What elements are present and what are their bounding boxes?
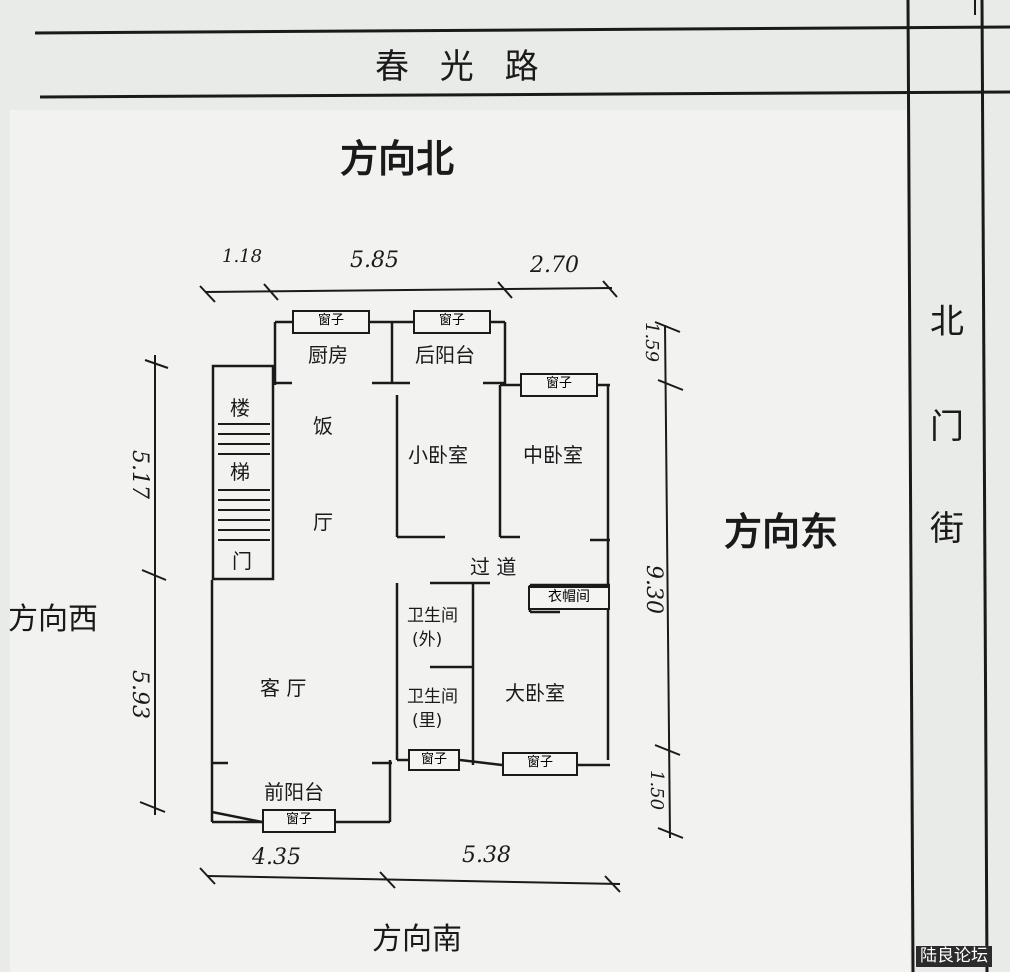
direction-south: 方向南 (372, 922, 462, 957)
dim-right-3: 1.50 (646, 770, 667, 811)
window-kitchen: 窗子 (292, 310, 370, 334)
room-dining-2: 厅 (313, 510, 333, 534)
dim-bottom-1: 4.35 (252, 845, 301, 870)
room-back-balcony: 后阳台 (415, 343, 475, 367)
dim-left-1: 5.17 (127, 450, 152, 499)
street-char-2: 门 (930, 407, 964, 447)
road-name: 春 光 路 (375, 47, 549, 87)
dim-right-2: 9.30 (641, 565, 666, 614)
road-line-bottom (39, 90, 1010, 99)
walls (210, 320, 610, 824)
window-master-bedroom: 窗子 (502, 752, 578, 776)
stairs-box (211, 364, 275, 581)
dimension-lines (139, 280, 684, 893)
window-bathroom: 窗子 (408, 749, 460, 771)
room-kitchen: 厨房 (308, 343, 348, 367)
room-bathroom-inner-2: (里) (412, 711, 443, 731)
cloakroom-label-box: 衣帽间 (528, 586, 610, 610)
paper-sheet (10, 110, 910, 972)
room-master-bedroom: 大卧室 (505, 681, 565, 705)
room-middle-bedroom: 中卧室 (523, 443, 583, 467)
dim-top-3: 2.70 (530, 253, 579, 278)
dim-top-1: 1.18 (222, 246, 263, 267)
street-char-1: 北 (930, 302, 964, 342)
stairs-label-2: 梯 (230, 460, 250, 484)
street-line-right (980, 0, 989, 972)
stairs-label-3: 门 (232, 549, 252, 573)
dim-top-2: 5.85 (350, 248, 399, 273)
room-front-balcony: 前阳台 (264, 780, 324, 804)
direction-north: 方向北 (340, 137, 455, 181)
dim-bottom-2: 5.38 (462, 843, 511, 868)
stair-treads (218, 423, 270, 541)
road-line-top (34, 25, 1010, 35)
room-bathroom-outer-1: 卫生间 (407, 606, 458, 626)
direction-west: 方向西 (8, 602, 98, 637)
dim-right-1: 1.59 (641, 322, 662, 363)
room-small-bedroom: 小卧室 (408, 443, 468, 467)
room-dining-1: 饭 (313, 414, 333, 438)
street-line-left (906, 0, 915, 972)
street-char-3: 街 (930, 509, 964, 549)
stairs-label-1: 楼 (230, 396, 250, 420)
room-bathroom-outer-2: (外) (412, 630, 443, 650)
room-bathroom-inner-1: 卫生间 (407, 687, 458, 707)
window-middle-bedroom: 窗子 (520, 373, 598, 397)
room-corridor: 过 道 (470, 555, 517, 579)
room-living: 客 厅 (260, 676, 307, 700)
dim-left-2: 5.93 (127, 670, 152, 719)
watermark: 陆良论坛 (916, 946, 992, 967)
window-front-balcony: 窗子 (262, 809, 336, 833)
direction-east: 方向东 (724, 510, 839, 554)
window-back-balcony: 窗子 (413, 310, 491, 334)
